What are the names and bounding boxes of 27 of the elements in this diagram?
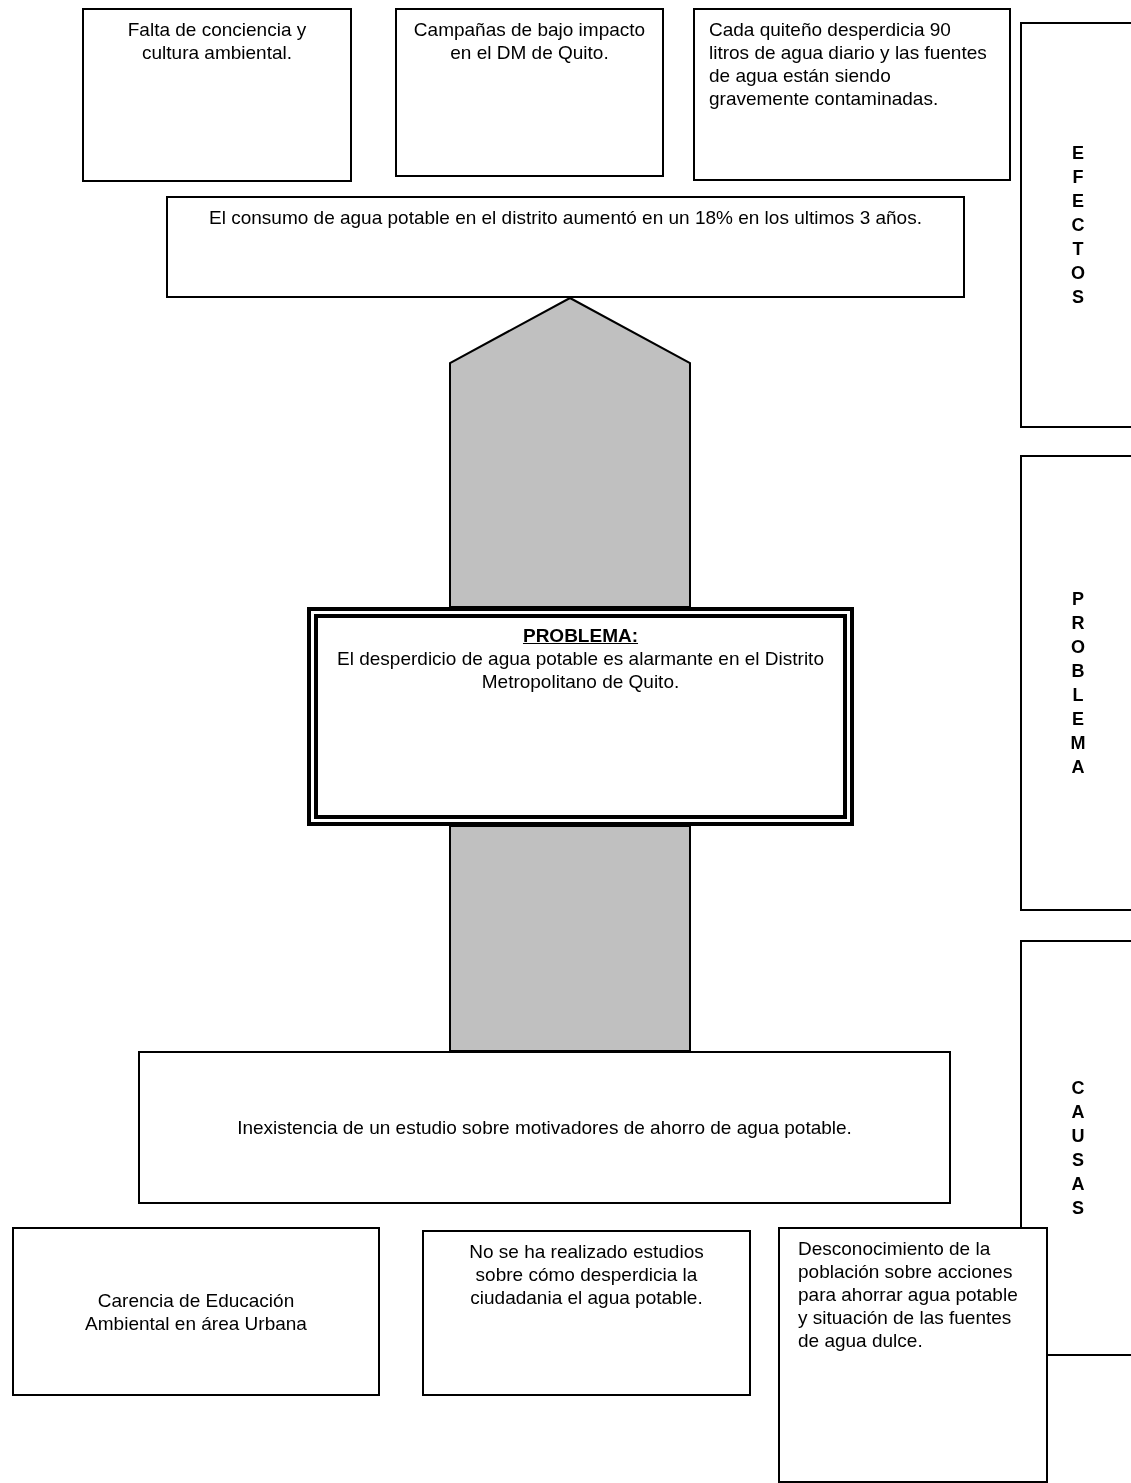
- text-box: [138, 1051, 951, 1204]
- box-text: Desconocimiento de la población sobre acciones para ahorrar agua potable y situación de las fuentes de agua dulce.: [798, 1237, 1019, 1352]
- section-band: [1020, 455, 1131, 911]
- section-band: [1020, 22, 1131, 428]
- box-text: Cada quiteño desperdicia 90 litros de agua diario y las fuentes de agua están siendo gravemente contaminadas.: [709, 18, 988, 110]
- text-box: [778, 1227, 1048, 1483]
- box-text: Carencia de Educación Ambiental en área Urbana: [84, 1288, 308, 1335]
- text-box: [395, 8, 664, 177]
- box-text: El consumo de agua potable en el distrito aumentó en un 18% en los ultimos 3 años.: [208, 206, 923, 229]
- box-text: Campañas de bajo impacto en el DM de Quito.: [412, 18, 647, 64]
- vertical-heading: EFECTOS: [1070, 142, 1086, 309]
- text-box: [166, 196, 965, 298]
- block-arrow: [449, 296, 691, 608]
- problem-box: [307, 607, 854, 826]
- text-box: [12, 1227, 380, 1396]
- vertical-heading: CAUSAS: [1070, 1077, 1086, 1220]
- box-text: Inexistencia de un estudio sobre motivadores de ahorro de agua potable.: [236, 1116, 853, 1139]
- connector-block: [449, 825, 691, 1052]
- box-text: El desperdicio de agua potable es alarmante en el Distrito Metropolitano de Quito.: [336, 647, 825, 693]
- heading: PROBLEMA:: [521, 624, 640, 647]
- section-band: [1020, 940, 1131, 1356]
- text-box: [82, 8, 352, 182]
- text-box: [693, 8, 1011, 181]
- box-text: Falta de conciencia y cultura ambiental.: [126, 18, 308, 64]
- box-text: No se ha realizado estudios sobre cómo desperdicia la ciudadania el agua potable.: [468, 1240, 705, 1309]
- vertical-heading: PROBLEMA: [1069, 588, 1087, 779]
- text-box: [422, 1230, 751, 1396]
